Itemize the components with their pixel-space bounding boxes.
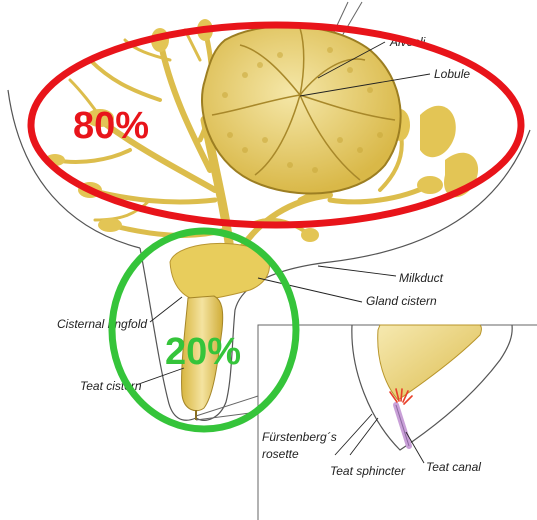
percent-lower: 20% [165,331,241,373]
gland-cistern [170,243,269,300]
label-lobule: Lobule [434,67,470,81]
label-gland-cistern: Gland cistern [366,294,437,308]
label-cisternal-ringfold: Cisternal ringfold [57,317,147,331]
label-teat-sphincter: Teat sphincter [330,464,406,478]
label-teat-canal: Teat canal [426,460,481,474]
label-furstenberg-rosette-1: Fürstenberg´s [262,430,337,444]
percent-upper: 80% [73,105,149,147]
teat-canal [396,405,409,446]
zoom-inset [196,325,537,520]
teat-tip-cistern [378,325,482,400]
lobule-cluster [202,26,401,193]
label-furstenberg-rosette-2: rosette [262,447,299,461]
label-milkduct: Milkduct [399,271,444,285]
